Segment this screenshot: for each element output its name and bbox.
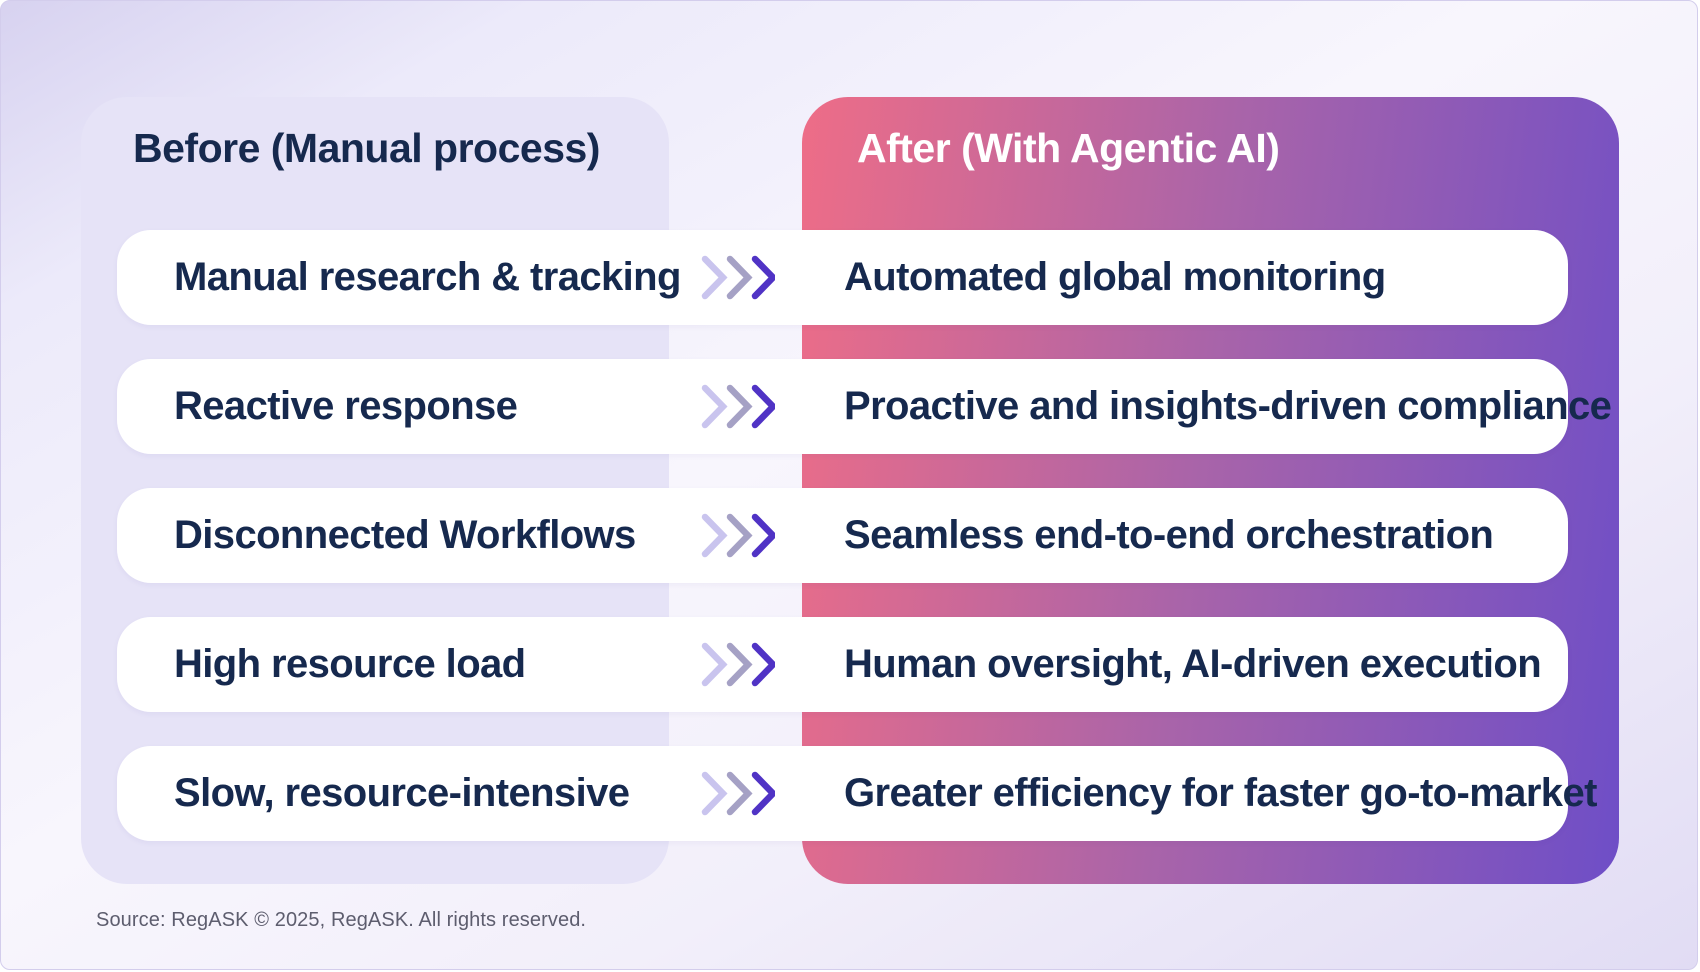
after-item-label: Human oversight, AI-driven execution xyxy=(844,642,1542,686)
comparison-row-3: Disconnected Workflows Seamless end-to-e… xyxy=(117,488,1568,583)
triple-chevron-right-icon xyxy=(701,513,775,558)
before-item-label: High resource load xyxy=(174,642,526,686)
after-item-label: Automated global monitoring xyxy=(844,255,1386,299)
before-item-label: Slow, resource-intensive xyxy=(174,771,630,815)
before-item-label: Manual research & tracking xyxy=(174,255,681,299)
comparison-row-2: Reactive response Proactive and insights… xyxy=(117,359,1612,454)
triple-chevron-right-icon xyxy=(701,384,775,429)
before-panel-title: Before (Manual process) xyxy=(133,125,600,171)
triple-chevron-right-icon xyxy=(701,771,775,816)
after-item-label: Proactive and insights-driven compliance xyxy=(844,384,1612,428)
comparison-row-5: Slow, resource-intensive Greater efficie… xyxy=(117,746,1597,841)
after-item-label: Seamless end-to-end orchestration xyxy=(844,513,1494,557)
comparison-row-4: High resource load Human oversight, AI-d… xyxy=(117,617,1568,712)
triple-chevron-right-icon xyxy=(701,642,775,687)
triple-chevron-right-icon xyxy=(701,255,775,300)
before-item-label: Reactive response xyxy=(174,384,518,428)
comparison-row-1: Manual research & tracking Automated glo… xyxy=(117,230,1568,325)
before-item-label: Disconnected Workflows xyxy=(174,513,636,557)
after-panel-title: After (With Agentic AI) xyxy=(857,125,1280,171)
after-item-label: Greater efficiency for faster go-to-mark… xyxy=(844,771,1597,815)
source-attribution: Source: RegASK © 2025, RegASK. All right… xyxy=(96,909,587,931)
